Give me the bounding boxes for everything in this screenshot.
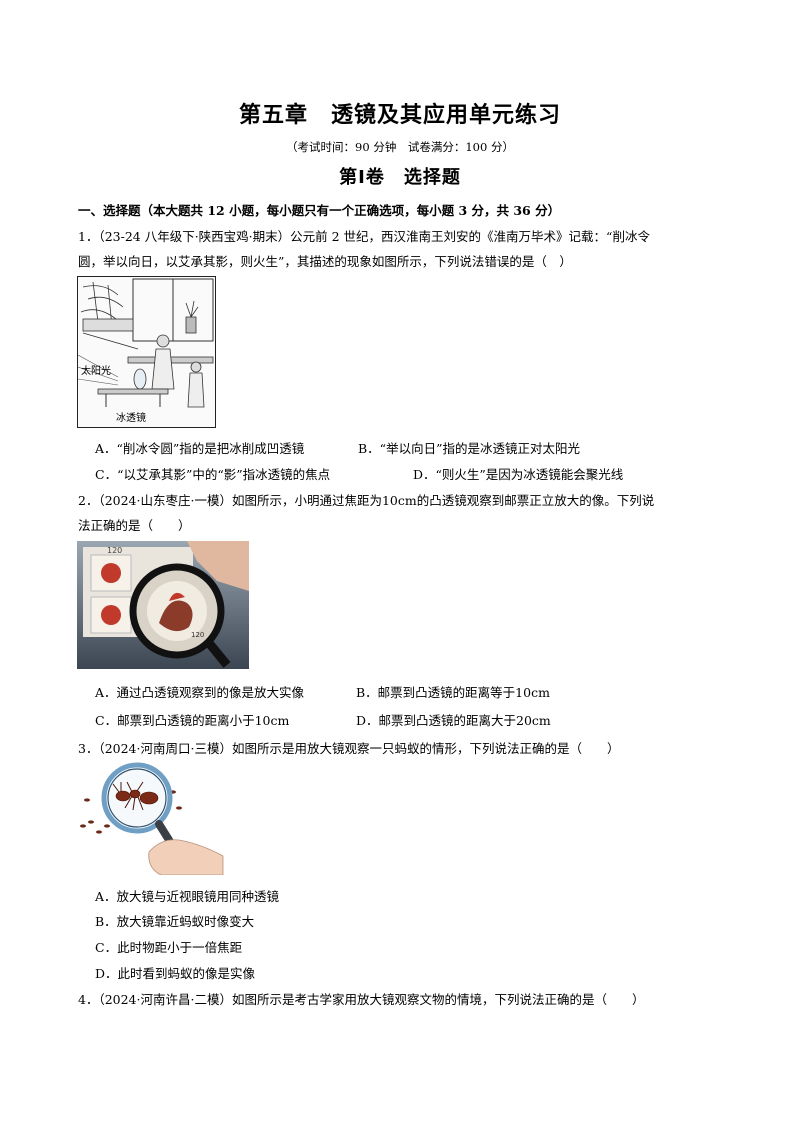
q1-option-b[interactable]: B．“举以向日”指的是冰透镜正对太阳光 <box>358 441 580 456</box>
q1-option-a[interactable]: A．“削冰令圆”指的是把冰削成凹透镜 <box>95 441 305 456</box>
q3-option-c[interactable]: C．此时物距小于一倍焦距 <box>95 940 243 955</box>
page-title: 第五章 透镜及其应用单元练习 <box>238 103 561 128</box>
section-heading: 一、选择题（本大题共 12 小题，每小题只有一个正确选项，每小题 3 分，共 3… <box>78 203 561 218</box>
q2-option-a[interactable]: A．通过凸透镜观察到的像是放大实像 <box>95 685 305 700</box>
q2-option-d[interactable]: D．邮票到凸透镜的距离大于20cm <box>356 713 551 728</box>
q1-option-c[interactable]: C．“以艾承其影”中的“影”指冰透镜的焦点 <box>95 467 331 482</box>
q2-stamp-value-magnified: 120 <box>191 631 204 639</box>
q2-stamp-value-small: 120 <box>107 546 122 555</box>
q2-option-c[interactable]: C．邮票到凸透镜的距离小于10cm <box>95 713 290 728</box>
q3-option-d[interactable]: D．此时看到蚂蚁的像是实像 <box>95 966 256 981</box>
q3-figure-ant-magnifier <box>77 760 225 875</box>
q2-figure-stamp-magnifier: 120 120 <box>77 541 249 669</box>
q3-stem-line1: 3．（2024·河南周口·三模）如图所示是用放大镜观察一只蚂蚁的情形，下列说法正… <box>78 741 620 756</box>
q3-option-a[interactable]: A．放大镜与近视眼镜用同种透镜 <box>95 889 280 904</box>
q1-figure-ice-lens: 太阳光 冰透镜 <box>77 276 216 428</box>
q1-option-d[interactable]: D．“则火生”是因为冰透镜能会聚光线 <box>413 467 624 482</box>
q1-figure-label-sun: 太阳光 <box>81 364 111 377</box>
q1-stem-line2: 圆，举以向日，以艾承其影，则火生”，其描述的现象如图所示，下列说法错误的是（ ） <box>78 254 572 269</box>
q2-stem-line2: 法正确的是（ ） <box>78 518 191 533</box>
q1-figure-label-lens: 冰透镜 <box>116 411 146 424</box>
q2-option-b[interactable]: B．邮票到凸透镜的距离等于10cm <box>356 685 550 700</box>
exam-info: （考试时间：90 分钟 试卷满分：100 分） <box>286 140 514 154</box>
volume-heading: 第Ⅰ卷 选择题 <box>339 167 461 188</box>
q3-option-b[interactable]: B．放大镜靠近蚂蚁时像变大 <box>95 914 255 929</box>
q4-stem-line1: 4．（2024·河南许昌·二模）如图所示是考古学家用放大镜观察文物的情境，下列说… <box>78 992 645 1007</box>
q1-stem-line1: 1．（23-24 八年级下·陕西宝鸡·期末）公元前 2 世纪，西汉淮南王刘安的《… <box>78 229 650 244</box>
q2-stem-line1: 2．（2024·山东枣庄·一模）如图所示，小明通过焦距为10cm的凸透镜观察到邮… <box>78 493 655 508</box>
